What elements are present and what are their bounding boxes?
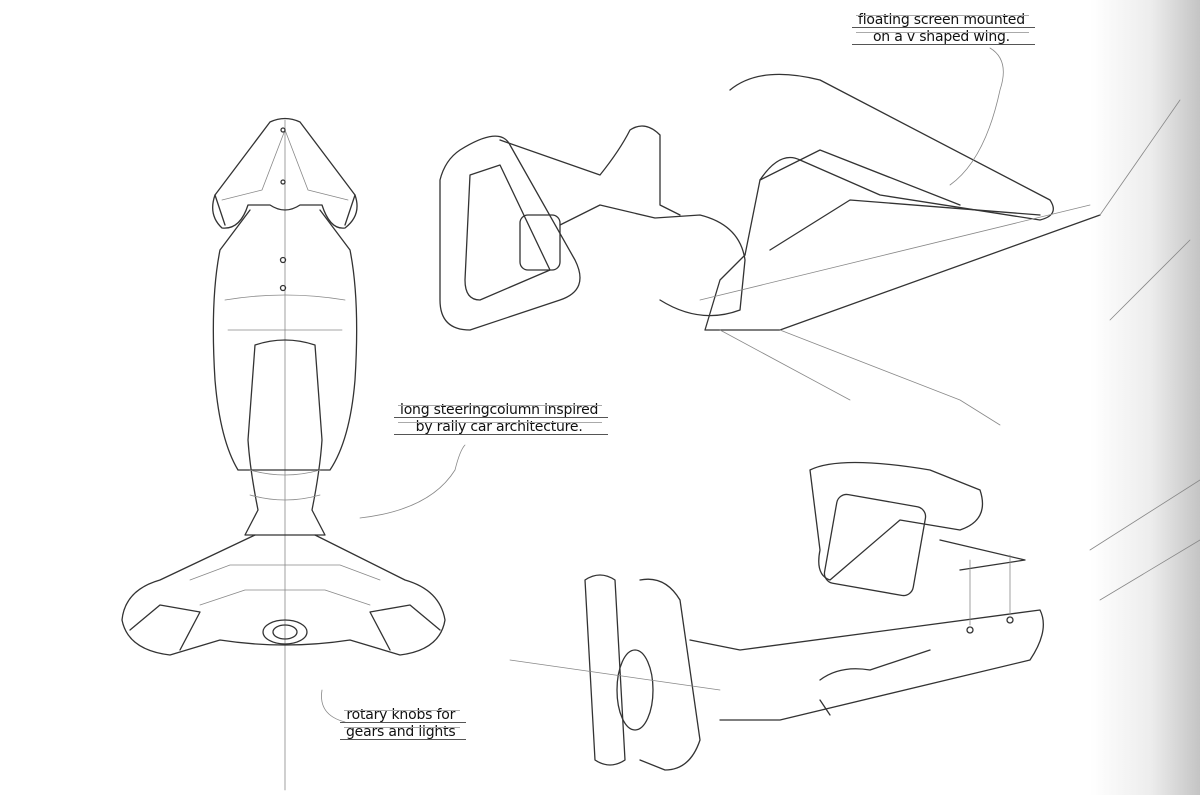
top-view-steering-column [121,117,466,791]
side-view-wheel [509,461,1200,771]
annotation-line: by rally car architecture. [393,419,609,436]
paper-edge-shadow [1090,0,1200,795]
annotation-rotary-knobs: rotary knobs for gears and lights [340,707,465,741]
annotation-line: on a v shaped wing. [852,29,1035,46]
annotation-steering-column: long steeringcolumn inspired by rally ca… [393,402,609,436]
annotation-line: floating screen mounted [852,12,1035,28]
annotation-floating-screen: floating screen mounted on a v shaped wi… [852,12,1035,46]
annotation-line: long steeringcolumn inspired [393,402,609,418]
perspective-wheel-with-screen [439,47,1191,426]
annotation-line: rotary knobs for [340,707,465,723]
annotation-line: gears and lights [340,724,465,740]
